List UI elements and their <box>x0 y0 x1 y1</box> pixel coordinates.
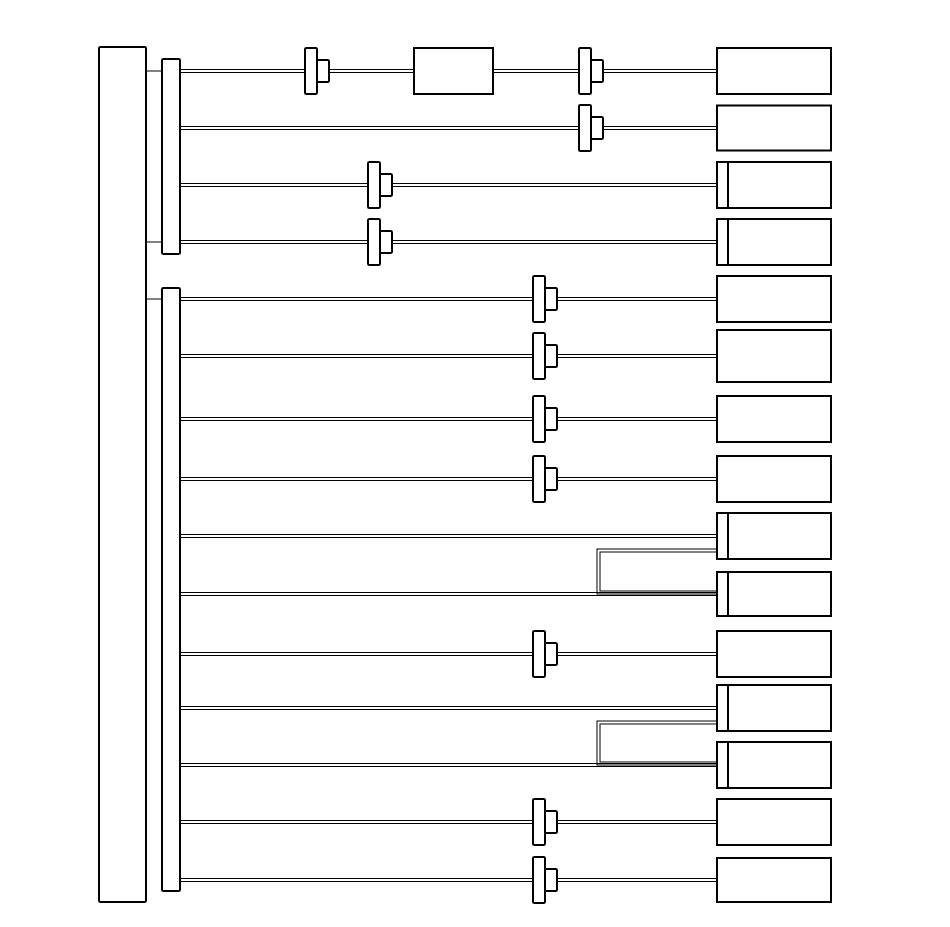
loop-wire-9-outer <box>596 548 717 595</box>
terminal-block-13 <box>716 741 832 789</box>
circuit-14 <box>180 798 832 846</box>
breaker-11-1-handle <box>544 642 558 666</box>
breaker-4-1-handle <box>379 230 393 254</box>
circuit-11 <box>180 630 832 678</box>
breaker-2-1 <box>578 104 604 152</box>
breaker-3-1 <box>367 161 393 209</box>
breaker-15-1 <box>532 856 558 904</box>
circuit-line-11 <box>180 652 717 656</box>
breaker-6-1 <box>532 332 558 380</box>
circuit-2 <box>180 104 832 152</box>
breaker-8-1-handle <box>544 467 558 491</box>
terminal-block-2 <box>716 104 832 152</box>
inline-box-1 <box>413 47 494 95</box>
breaker-3-1-handle <box>379 173 393 197</box>
circuit-15 <box>180 856 832 904</box>
breaker-14-1 <box>532 798 558 846</box>
breaker-8-1-body <box>532 455 546 503</box>
breaker-14-1-handle <box>544 810 558 834</box>
circuit-line-15 <box>180 878 717 882</box>
circuit-line-2 <box>180 126 717 130</box>
breaker-5-1 <box>532 275 558 323</box>
circuit-5 <box>180 275 832 323</box>
terminal-block-5 <box>716 275 832 323</box>
breaker-3-1-body <box>367 161 381 209</box>
circuit-line-10 <box>180 592 717 596</box>
breaker-1-2-body <box>578 47 592 95</box>
terminal-block-10 <box>716 571 832 617</box>
breaker-8-1 <box>532 455 558 503</box>
terminal-block-1 <box>716 47 832 95</box>
breaker-11-1-body <box>532 630 546 678</box>
circuit-8 <box>180 455 832 503</box>
terminal-block-12 <box>716 684 832 732</box>
breaker-6-1-handle <box>544 344 558 368</box>
breaker-2-1-body <box>578 104 592 152</box>
breaker-15-1-handle <box>544 868 558 892</box>
terminal-block-15 <box>716 857 832 903</box>
circuit-1 <box>180 47 832 95</box>
breaker-5-1-handle <box>544 287 558 311</box>
breaker-4-1 <box>367 218 393 266</box>
circuit-line-6 <box>180 354 717 358</box>
circuit-line-4 <box>180 240 717 244</box>
loop-wire-12-inner <box>599 723 717 763</box>
circuit-line-5 <box>180 297 717 301</box>
loop-wire-9-inner <box>599 551 717 592</box>
breaker-7-1-handle <box>544 407 558 431</box>
breaker-7-1-body <box>532 395 546 443</box>
panels <box>98 46 181 903</box>
circuit-4 <box>180 218 832 266</box>
circuit-9 <box>180 512 832 595</box>
terminal-block-3 <box>716 161 832 209</box>
breaker-1-1-handle <box>316 59 330 83</box>
circuit-7 <box>180 395 832 443</box>
circuit-line-9 <box>180 534 717 538</box>
terminal-block-8 <box>716 455 832 503</box>
breaker-6-1-body <box>532 332 546 380</box>
circuits <box>180 47 832 904</box>
breaker-14-1-body <box>532 798 546 846</box>
terminal-block-14 <box>716 798 832 846</box>
circuit-line-13 <box>180 763 717 767</box>
breaker-1-2-handle <box>590 59 604 83</box>
terminal-block-11 <box>716 630 832 678</box>
circuit-6 <box>180 329 832 383</box>
circuit-line-14 <box>180 820 717 824</box>
breaker-1-1 <box>304 47 330 95</box>
sub-panel-1 <box>161 58 181 255</box>
terminal-block-6 <box>716 329 832 383</box>
terminal-block-4 <box>716 218 832 266</box>
circuit-10 <box>180 571 832 617</box>
breaker-11-1 <box>532 630 558 678</box>
circuit-13 <box>180 741 832 789</box>
circuit-line-3 <box>180 183 717 187</box>
circuit-line-7 <box>180 417 717 421</box>
breaker-15-1-body <box>532 856 546 904</box>
circuit-12 <box>180 684 832 766</box>
circuit-line-12 <box>180 706 717 710</box>
breaker-1-1-body <box>304 47 318 95</box>
terminal-block-9 <box>716 512 832 560</box>
loop-wire-12-outer <box>596 720 717 766</box>
breaker-4-1-body <box>367 218 381 266</box>
breaker-2-1-handle <box>590 116 604 140</box>
circuit-3 <box>180 161 832 209</box>
breaker-5-1-body <box>532 275 546 323</box>
breaker-7-1 <box>532 395 558 443</box>
circuit-line-8 <box>180 477 717 481</box>
sub-panel-2 <box>161 287 181 892</box>
panel-feed-lines <box>146 70 162 300</box>
main-panel <box>98 46 147 903</box>
terminal-block-7 <box>716 395 832 443</box>
breaker-1-2 <box>578 47 604 95</box>
